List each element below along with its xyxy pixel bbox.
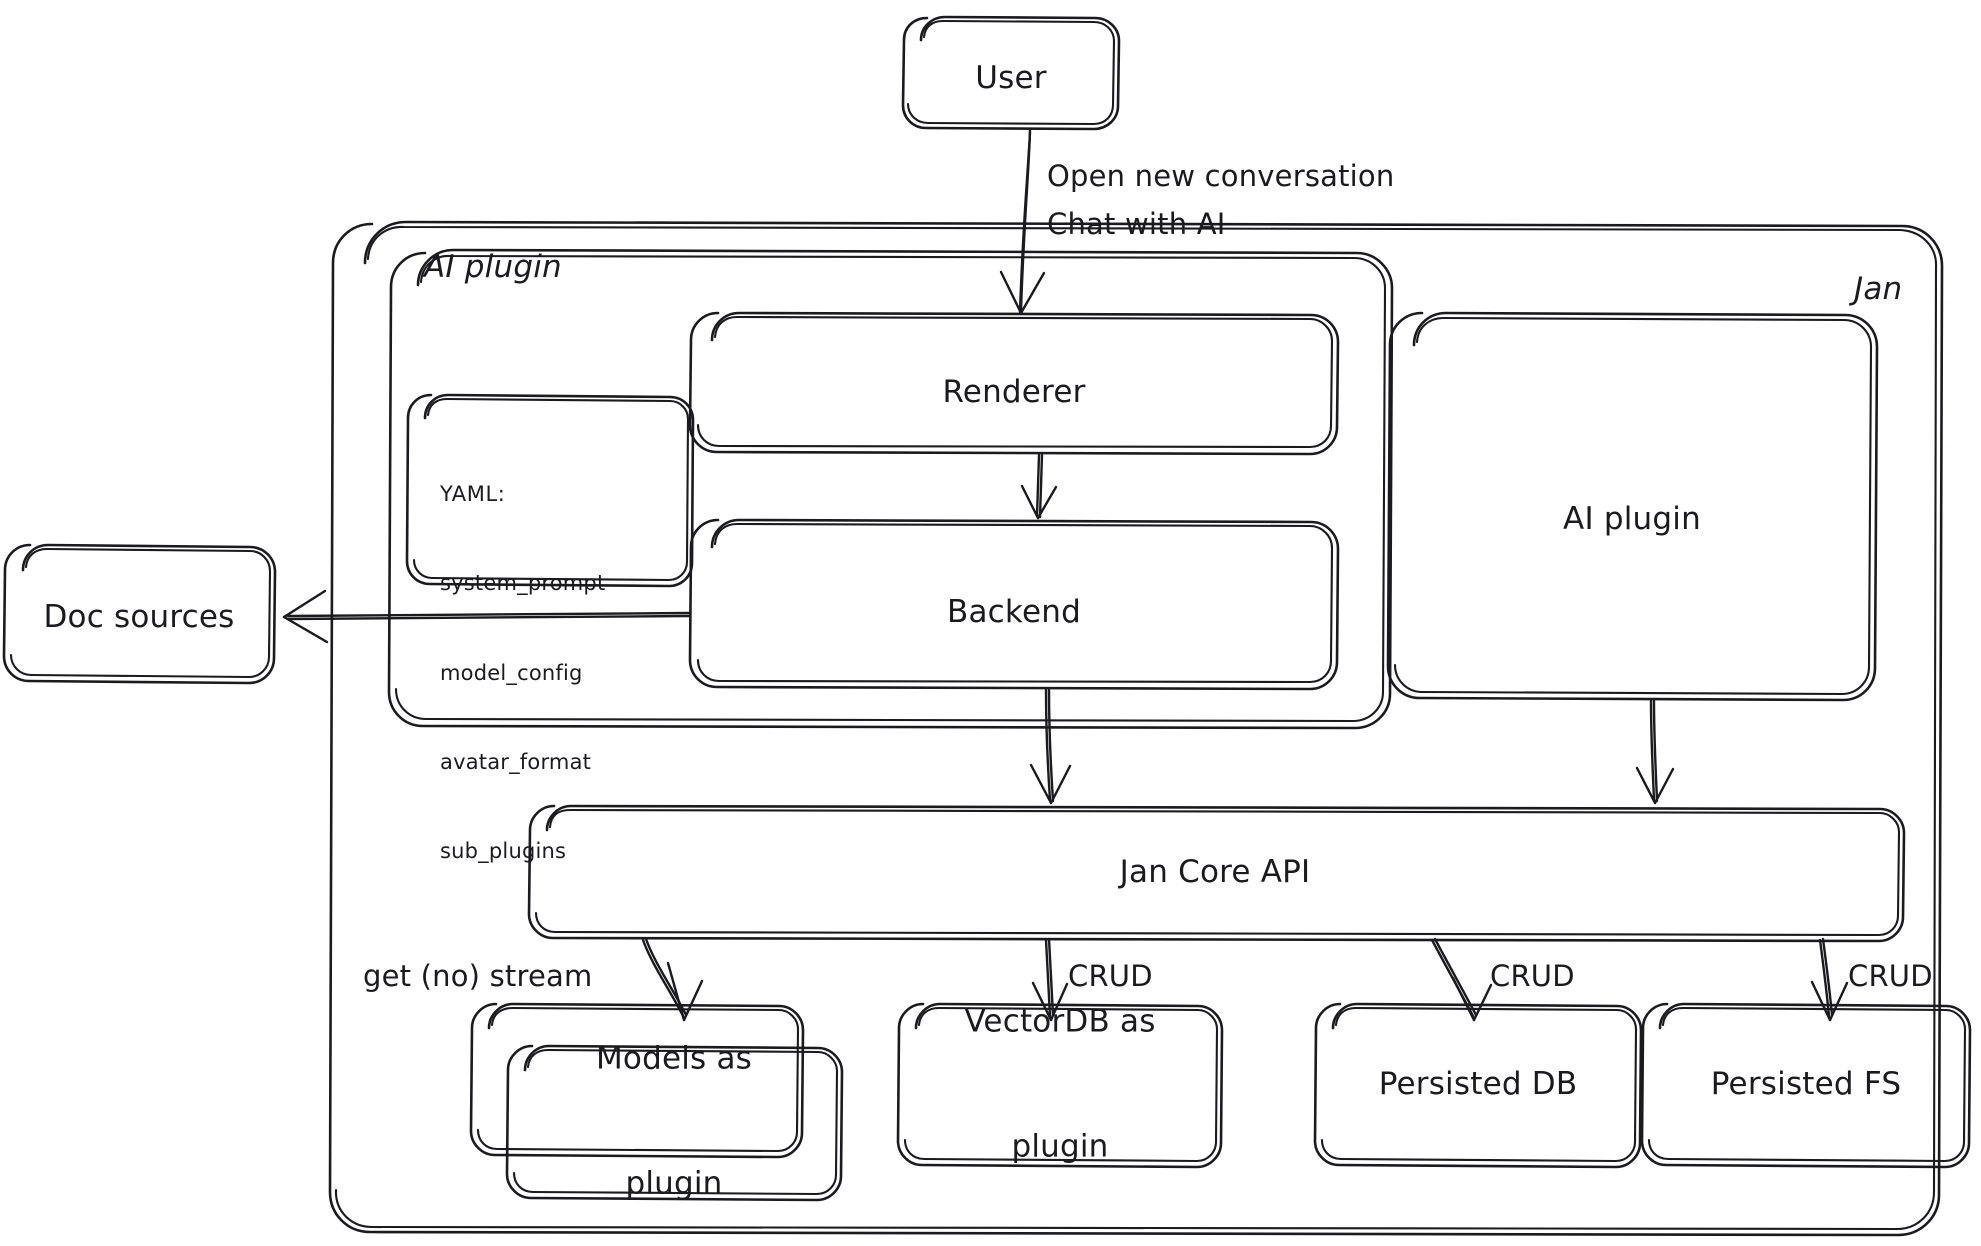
edge-core-to-vectordb — [1031, 937, 1069, 1022]
yaml-note-box-shape — [405, 393, 695, 588]
edge-renderer-to-backend — [1020, 453, 1058, 520]
edge-user-to-renderer — [999, 128, 1046, 315]
ai-plugin-box-shape — [1386, 311, 1879, 702]
jan-container-shape — [328, 220, 1944, 1237]
vectordb-as-plugin-box-shape — [896, 1002, 1224, 1169]
models-as-plugin-back-box-shape — [469, 1002, 805, 1159]
edge-ai-plugin-to-core — [1635, 699, 1675, 805]
edge-core-to-models — [641, 937, 704, 1022]
doc-sources-box-shape — [2, 543, 277, 685]
jan-core-api-box-shape — [527, 804, 1906, 943]
renderer-box-shape — [688, 311, 1340, 456]
edge-core-to-persisted-db — [1430, 937, 1493, 1022]
edge-backend-to-core — [1029, 688, 1072, 805]
persisted-db-box-shape — [1313, 1002, 1643, 1169]
edge-core-to-persisted-fs — [1810, 937, 1849, 1022]
edge-backend-to-doc-sources — [282, 589, 691, 644]
persisted-fs-box-shape — [1640, 1002, 1972, 1169]
user-box-shape — [901, 15, 1121, 131]
backend-box-shape — [688, 518, 1340, 691]
ai-plugin-group-shape — [387, 248, 1394, 730]
models-as-plugin-front-box-shape — [505, 1044, 844, 1202]
